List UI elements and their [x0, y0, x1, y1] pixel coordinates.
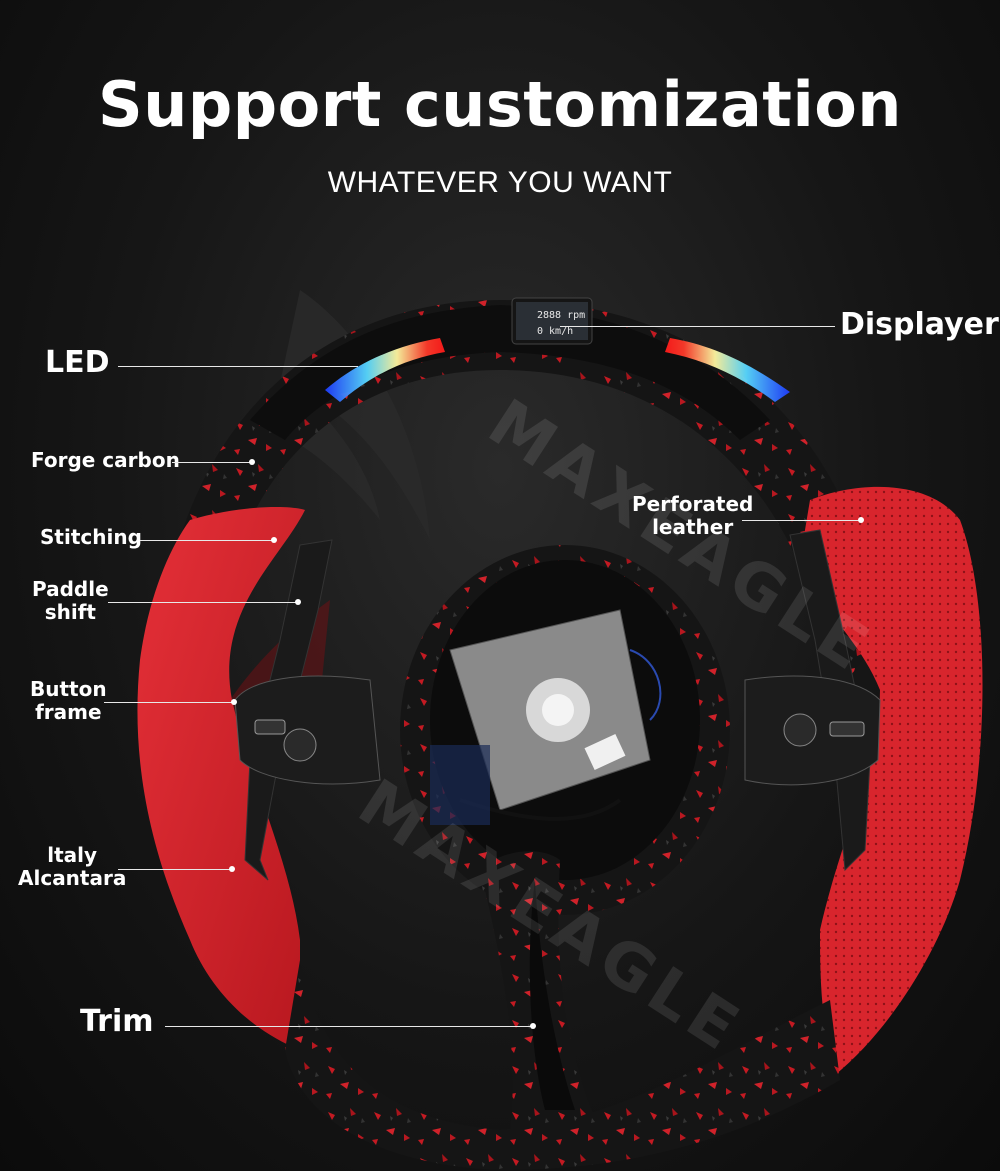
callout-displayer: Displayer	[840, 307, 999, 342]
callout-italy-alcantara: ltaly Alcantara	[18, 844, 126, 890]
callout-perforated-leather-line1: Perforated	[632, 492, 754, 516]
callout-led: LED	[45, 345, 110, 380]
callout-paddle-shift-line2: shift	[44, 600, 96, 624]
callout-italy-alcantara-line1: ltaly	[47, 843, 98, 867]
marker-italy-alcantara	[229, 866, 235, 872]
marker-trim	[530, 1023, 536, 1029]
callout-stitching: Stitching	[40, 525, 142, 549]
page-subtitle: WHATEVER YOU WANT	[327, 166, 673, 199]
leader-line-paddle-shift	[108, 602, 296, 603]
display-speed: 0 km/h	[537, 326, 573, 337]
marker-button-frame	[231, 699, 237, 705]
marker-stitching	[271, 537, 277, 543]
leader-line-italy-alcantara	[118, 869, 230, 870]
callout-button-frame-line2: frame	[35, 700, 102, 724]
leader-line-stitching	[140, 540, 272, 541]
callout-paddle-shift-line1: Paddle	[32, 577, 109, 601]
leader-line-trim	[165, 1026, 531, 1027]
leader-line-forge-carbon	[172, 462, 250, 463]
page-title: Support customization	[98, 68, 902, 141]
marker-paddle-shift	[295, 599, 301, 605]
leader-line-perforated-leather	[742, 520, 860, 521]
callout-perforated-leather: Perforated leather	[632, 493, 753, 539]
callout-paddle-shift: Paddle shift	[32, 578, 109, 624]
callout-perforated-leather-line2: leather	[652, 515, 734, 539]
callout-button-frame-line1: Button	[30, 677, 107, 701]
display-rpm: 2888 rpm	[537, 310, 585, 321]
marker-forge-carbon	[249, 459, 255, 465]
callout-italy-alcantara-line2: Alcantara	[18, 866, 127, 890]
leader-line-led	[118, 366, 358, 367]
leader-line-button-frame	[104, 702, 232, 703]
callout-forge-carbon: Forge carbon	[31, 448, 180, 472]
callout-button-frame: Button frame	[30, 678, 107, 724]
leader-line-displayer	[560, 326, 835, 327]
callout-trim: Trim	[80, 1004, 154, 1039]
marker-perforated-leather	[858, 517, 864, 523]
